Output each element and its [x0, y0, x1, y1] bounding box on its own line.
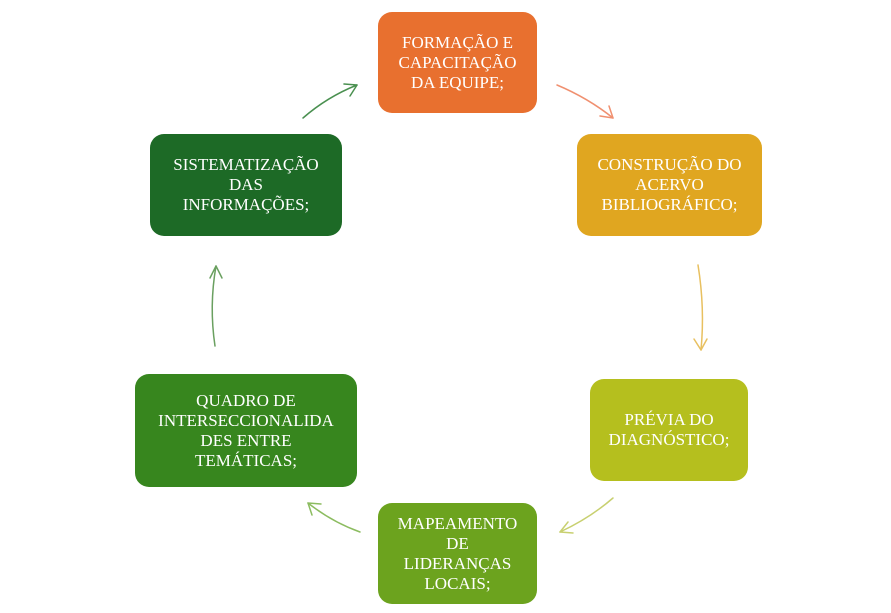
arrow-5-to-6 [209, 265, 223, 347]
step-sistematizacao: SISTEMATIZAÇÃO DAS INFORMAÇÕES; [150, 134, 342, 236]
step-quadro-interseccionalidades: QUADRO DE INTERSECCIONALIDA DES ENTRE TE… [135, 374, 357, 487]
step-mapeamento-liderancas: MAPEAMENTO DE LIDERANÇAS LOCAIS; [378, 503, 537, 604]
arrow-1-to-2 [556, 84, 614, 119]
arrow-4-to-5 [307, 502, 361, 533]
step-formacao-capacitacao: FORMAÇÃO E CAPACITAÇÃO DA EQUIPE; [378, 12, 537, 113]
step-previa-diagnostico: PRÉVIA DO DIAGNÓSTICO; [590, 379, 748, 481]
arrow-6-to-1 [302, 83, 358, 119]
arrow-2-to-3 [693, 264, 708, 351]
arrow-3-to-4 [559, 497, 614, 534]
step-construcao-acervo: CONSTRUÇÃO DO ACERVO BIBLIOGRÁFICO; [577, 134, 762, 236]
